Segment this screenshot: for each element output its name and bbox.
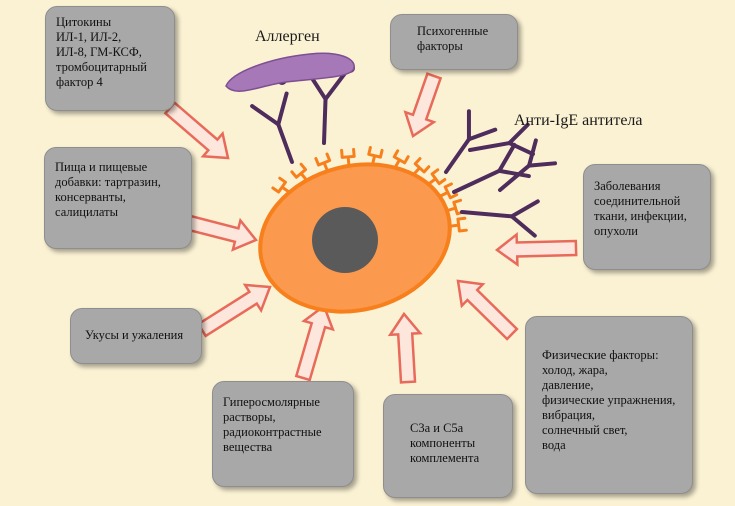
box-text-line: Психогенные bbox=[417, 24, 489, 38]
antibody-chain bbox=[507, 122, 530, 146]
allergen-label: Аллерген bbox=[255, 28, 320, 45]
box-text-line: ИЛ-8, ГМ-КСФ, bbox=[56, 45, 142, 59]
box-text-line: Заболевания bbox=[594, 179, 661, 193]
bites-arrow bbox=[196, 283, 272, 338]
box-text-line: физические упражнения, bbox=[542, 393, 676, 407]
connective-tissue-arrow bbox=[494, 231, 578, 267]
antibody-chain bbox=[527, 161, 558, 168]
box-text-line: Цитокины bbox=[56, 15, 112, 29]
box-text-line: Физические факторы: bbox=[542, 348, 659, 362]
antibody-chain bbox=[509, 214, 537, 238]
box-text-line: C3a и C5a bbox=[410, 421, 464, 435]
antibody-chain bbox=[468, 141, 512, 152]
box-text-line: радиоконтрастные bbox=[223, 425, 322, 439]
antibody-chain bbox=[323, 69, 348, 102]
cell-receptors bbox=[271, 146, 468, 233]
box-text-line: консерванты, bbox=[55, 190, 126, 204]
antibody-chain bbox=[509, 199, 540, 219]
fc-receptor bbox=[438, 182, 459, 200]
bites-box: Укусы и ужаления bbox=[70, 308, 202, 364]
box-text-line: Пища и пищевые bbox=[55, 160, 148, 174]
hyperosmolar-arrow bbox=[294, 303, 335, 382]
fc-receptor bbox=[367, 146, 384, 166]
antibody-chain bbox=[250, 104, 281, 127]
box-text-line: комплемента bbox=[410, 451, 480, 465]
box-text-line: опухоли bbox=[594, 224, 638, 238]
box-text-line: холод, жара, bbox=[542, 363, 608, 377]
box-text-line: вода bbox=[542, 438, 566, 452]
psychogenic-arrow bbox=[403, 72, 443, 138]
anti-ige-antibody bbox=[498, 138, 558, 192]
physical-factors-box: Физические факторы:холод, жара,давление,… bbox=[525, 316, 693, 494]
anti-ige-antibody bbox=[460, 199, 540, 238]
box-text-line: давление, bbox=[542, 378, 594, 392]
box-text-line: ИЛ-1, ИЛ-2, bbox=[56, 30, 122, 44]
anti-ige-antibody bbox=[452, 142, 531, 194]
antibody-chain bbox=[527, 138, 538, 168]
complement-arrow bbox=[387, 311, 423, 384]
antibody-chain bbox=[322, 97, 328, 145]
ige-antibody-left bbox=[250, 91, 294, 164]
antibody-chain bbox=[444, 137, 471, 174]
anti-ige-label: Анти-IgE антитела bbox=[514, 112, 643, 129]
antibody-chain bbox=[498, 163, 532, 192]
anti-ige-antibody bbox=[468, 122, 535, 157]
antibody-chain bbox=[466, 127, 498, 142]
ige-antibody-right bbox=[305, 68, 348, 145]
fc-receptor bbox=[426, 168, 447, 186]
box-text-line: солнечный свет, bbox=[542, 423, 628, 437]
box-text-line: соединительной bbox=[594, 194, 681, 208]
box-text-line: вибрация, bbox=[542, 408, 596, 422]
box-text-line: тромбоцитарный bbox=[56, 60, 147, 74]
box-text-line: Гиперосмолярные bbox=[223, 395, 320, 409]
antibody-chain bbox=[507, 141, 535, 157]
antibody-chain bbox=[452, 168, 502, 194]
antibody-chain bbox=[276, 122, 294, 164]
fc-receptor bbox=[392, 149, 410, 170]
fc-receptor bbox=[448, 216, 468, 233]
box-text-line: добавки: тартразин, bbox=[55, 175, 161, 189]
antibody-chain bbox=[497, 168, 531, 179]
fc-receptor bbox=[314, 152, 332, 173]
fc-receptor bbox=[340, 147, 356, 168]
fc-receptor bbox=[290, 162, 309, 182]
fc-receptor bbox=[412, 157, 431, 176]
physical-factors-arrow bbox=[456, 279, 519, 341]
anti-ige-antibody bbox=[444, 109, 498, 174]
anti-ige-antibodies bbox=[444, 109, 558, 238]
trigger-arrows bbox=[163, 72, 578, 384]
fc-receptor bbox=[445, 198, 466, 216]
antibody-chain bbox=[276, 91, 289, 127]
allergen-molecule bbox=[225, 52, 355, 92]
antibody-chain bbox=[497, 142, 517, 173]
box-text-line: фактор 4 bbox=[56, 75, 103, 89]
box-text-line: компоненты bbox=[410, 436, 476, 450]
fc-receptor bbox=[271, 176, 291, 194]
box-text-line: факторы bbox=[417, 39, 463, 53]
antibody-chain bbox=[460, 210, 514, 219]
cytokines-arrow bbox=[163, 100, 230, 160]
box-text-line: Укусы и ужаления bbox=[85, 328, 184, 342]
box-text-line: салицилаты bbox=[55, 205, 118, 219]
box-text-line: вещества bbox=[223, 440, 273, 454]
box-text-line: ткани, инфекции, bbox=[594, 209, 687, 223]
box-text-line: растворы, bbox=[223, 410, 276, 424]
cell-nucleus bbox=[312, 207, 378, 273]
